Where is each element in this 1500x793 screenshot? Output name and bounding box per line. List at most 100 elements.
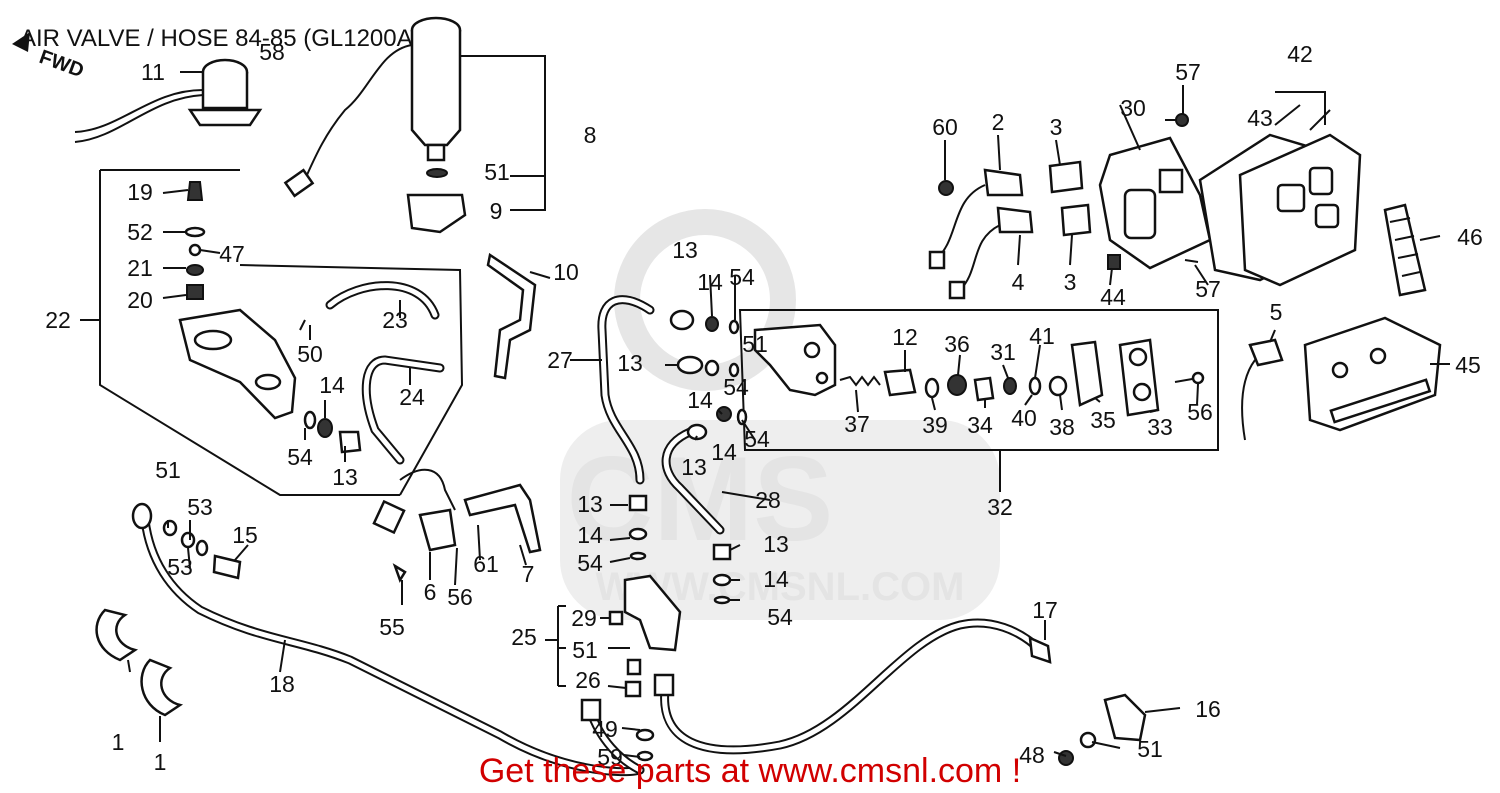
callout-57a: 57 <box>1175 59 1201 85</box>
callout-17: 17 <box>1032 597 1058 623</box>
callout-13c: 13 <box>617 350 643 376</box>
callout-7: 7 <box>522 561 535 587</box>
callout-42: 42 <box>1287 41 1313 67</box>
callout-13e: 13 <box>577 491 603 517</box>
callout-20: 20 <box>127 287 153 313</box>
callout-60: 60 <box>932 114 958 140</box>
fittings-center <box>628 309 748 605</box>
group-box-22 <box>99 169 464 496</box>
callout-21: 21 <box>127 255 153 281</box>
bracket-25 <box>557 605 566 687</box>
fittings-left <box>303 410 362 454</box>
hose-17 <box>660 618 1045 755</box>
callout-35: 35 <box>1090 407 1116 433</box>
callout-45: 45 <box>1455 352 1481 378</box>
diagram-title: AIR VALVE / HOSE 84-85 (GL1200A) <box>20 25 421 52</box>
callout-18: 18 <box>269 671 295 697</box>
callout-47: 47 <box>219 241 245 267</box>
callout-14c: 14 <box>687 387 713 413</box>
callout-14a: 14 <box>319 372 345 398</box>
callout-31: 31 <box>990 339 1016 365</box>
callout-13b: 13 <box>672 237 698 263</box>
callout-24: 24 <box>399 384 425 410</box>
callout-56a: 56 <box>447 584 473 610</box>
callout-43: 43 <box>1247 105 1273 131</box>
callout-37: 37 <box>844 411 870 437</box>
callout-51d: 51 <box>1137 736 1163 762</box>
callout-38: 38 <box>1049 414 1075 440</box>
callout-14f: 14 <box>763 566 789 592</box>
callout-4: 4 <box>1012 269 1025 295</box>
callout-8: 8 <box>584 122 597 148</box>
callout-3b: 3 <box>1064 269 1077 295</box>
callout-14b: 14 <box>697 269 723 295</box>
bracket-7 <box>463 483 542 554</box>
group-box-32 <box>738 309 1219 451</box>
control-valve-32-parts <box>753 323 1205 417</box>
sensor-6 <box>372 468 457 583</box>
callout-labels: 1 1 2 3 3 4 5 6 7 8 9 10 11 12 13 13 13 … <box>45 39 1483 775</box>
air-valve-assembly-22 <box>178 181 297 420</box>
callout-58: 58 <box>259 39 285 65</box>
callout-19: 19 <box>127 179 153 205</box>
joint-25 <box>608 574 682 698</box>
callout-32: 32 <box>987 494 1013 520</box>
callout-23: 23 <box>382 307 408 333</box>
callout-1b: 1 <box>154 749 167 775</box>
leader-lines <box>80 71 1450 758</box>
callout-55: 55 <box>379 614 405 640</box>
callout-27: 27 <box>547 347 573 373</box>
callout-39: 39 <box>922 412 948 438</box>
callout-28: 28 <box>755 487 781 513</box>
callout-48: 48 <box>1019 742 1045 768</box>
callout-14d: 14 <box>711 439 737 465</box>
callout-10: 10 <box>553 259 579 285</box>
callout-1a: 1 <box>112 729 125 755</box>
solenoid-valve-11 <box>74 58 263 143</box>
callout-56b: 56 <box>1187 399 1213 425</box>
callout-54d: 54 <box>744 426 770 452</box>
upper-right-parts <box>928 113 1442 441</box>
callout-9: 9 <box>490 198 503 224</box>
callout-61: 61 <box>473 551 499 577</box>
callout-54c: 54 <box>723 374 749 400</box>
watermark-text: CMS <box>567 432 834 566</box>
callout-13d: 13 <box>681 454 707 480</box>
hose-ends <box>131 502 1147 766</box>
callout-22: 22 <box>45 307 71 333</box>
callout-51b: 51 <box>155 457 181 483</box>
callout-46: 46 <box>1457 224 1483 250</box>
callout-11: 11 <box>141 59 165 85</box>
callout-13a: 13 <box>332 464 358 490</box>
callout-51c: 51 <box>572 637 598 663</box>
callout-54e: 54 <box>577 550 603 576</box>
callout-12: 12 <box>892 324 918 350</box>
callout-54a: 54 <box>287 444 313 470</box>
callout-13f: 13 <box>763 531 789 557</box>
callout-16: 16 <box>1195 696 1221 722</box>
callout-5: 5 <box>1270 299 1283 325</box>
bracket-10 <box>486 252 537 380</box>
callout-44: 44 <box>1100 284 1126 310</box>
callout-51a: 51 <box>484 159 510 185</box>
callout-14e: 14 <box>577 522 603 548</box>
callout-54f: 54 <box>767 604 793 630</box>
callout-40: 40 <box>1011 405 1037 431</box>
callout-30: 30 <box>1120 95 1146 121</box>
footer-link[interactable]: Get these parts at www.cmsnl.com ! <box>479 752 1021 790</box>
callout-59: 59 <box>597 744 623 770</box>
callout-50: 50 <box>297 341 323 367</box>
callout-34: 34 <box>967 412 993 438</box>
callout-6: 6 <box>424 579 437 605</box>
bracket-8 <box>458 55 546 211</box>
callout-41: 41 <box>1029 323 1055 349</box>
callout-3a: 3 <box>1050 114 1063 140</box>
air-canister-8 <box>283 16 467 234</box>
clamps-1 <box>95 608 184 717</box>
callout-51e: 51 <box>742 331 768 357</box>
callout-25: 25 <box>511 624 537 650</box>
callout-52: 52 <box>127 219 153 245</box>
callout-53a: 53 <box>187 494 213 520</box>
callout-29: 29 <box>571 605 597 631</box>
callout-54b: 54 <box>729 264 755 290</box>
